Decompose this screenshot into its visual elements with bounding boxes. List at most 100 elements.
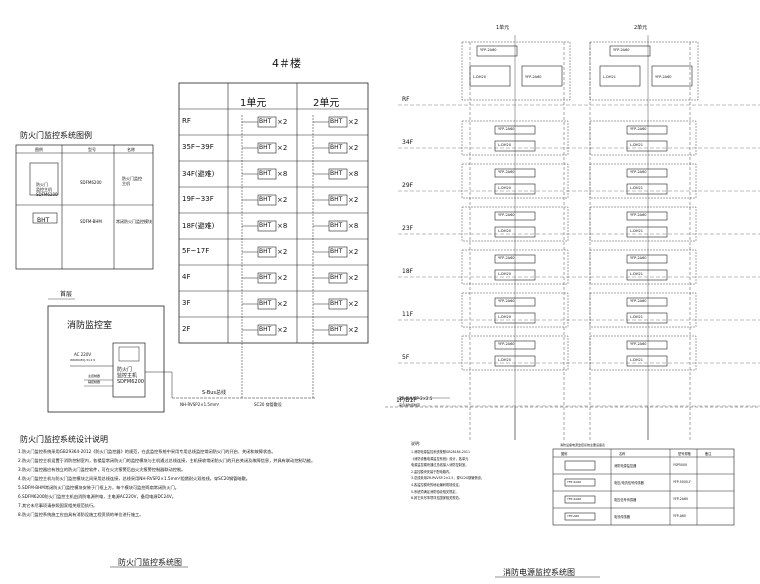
legend-header-model: 型号 [88,147,96,152]
right-note-line: 《消防设备电源监控系统》设计，各单元 [411,456,469,461]
right-unit-header-1: 1单元 [496,25,510,31]
legend-host-symbol-box [29,162,59,196]
bht-module-count: ×2 [348,300,359,308]
bht-module-label: BHT [330,144,343,151]
floor-top-device [494,340,536,350]
unit2-rf-group [589,41,699,101]
bht-module-label: BHT [259,326,272,333]
left-unit-header-2: 2单元 [313,98,340,109]
rf-right-device [521,65,563,87]
floor-bottom-device-label: L-DH20 [498,186,511,190]
equipment-symbol-label: YFP-2A60 [567,480,582,484]
bht-module-label: BHT [330,170,343,177]
legend-host-name: 防火门监控 主机 [122,176,142,186]
host-box-label: 防火门 监控主机 SDFM6200 [117,367,144,385]
floor-label: 3F [182,299,191,307]
bht-module-count: ×8 [277,222,288,230]
floor-group-u1 [461,163,569,199]
right-bus-note-2: 来自消防控制室 [399,403,421,407]
floor-bottom-device-label: L-DH21 [630,229,643,233]
note-line: 5.SDFM-BHM常闭防火门监控模块安装于门框上方，每个模块可监控两扇常闭防火… [18,485,179,490]
rf-right-device-label: YFP-2A60 [525,75,542,79]
floor-bottom-device [494,355,536,367]
rf-left-device-label: L-DH20 [473,75,486,79]
floor-bottom-device-label: L-DH21 [630,358,643,362]
left-notes-title: 防火门监控系统设计说明 [20,435,108,444]
right-note-line: 1.消防电源监控系统按照GB28184-2011 [411,450,470,454]
right-note-line: 6.其它未尽事项详见国家相关规范。 [411,496,462,501]
floor-top-device-label: YFP-2A60 [498,342,515,346]
equipment-symbol-box [564,478,596,487]
right-floor-label: 23F [402,225,414,232]
floor-top-device [494,211,536,221]
unit1-rf-group [461,41,571,101]
floor-top-device-label: YFP-2A60 [630,170,647,174]
floor-label: 18F(避难) [182,222,215,230]
floor-group-u1 [461,335,569,371]
legend-header-symbol: 图例 [35,147,43,152]
floor-top-device-label: YFP-2A60 [498,170,515,174]
floor-top-device-label: YFP-2A60 [630,299,647,303]
rf-top-device [609,45,651,57]
right-bus-note: ZR-RVVSP-2×2.5 [399,396,433,401]
note-line: 6.SDFM6200防火门监控主机由消防电源供电，主电源AC220V，备用电源D… [18,494,176,499]
bus-label: S-Bus总线 [202,390,227,396]
right-note-line: 电源监控模块通过总线接入消防控制室。 [411,463,469,468]
floor-top-device [494,297,536,307]
legend-module-symbol: BHT [37,217,50,224]
bht-module-count: ×2 [277,300,288,308]
bht-module-label: BHT [259,300,272,307]
cable-label-2: SC20 穿管敷设 [254,402,282,407]
bht-module-count: ×8 [348,222,359,230]
floor-bottom-device-label: L-DH20 [498,143,511,147]
bht-module-count: ×2 [277,118,288,126]
rf-right-device-2 [651,65,693,87]
bht-module-label: BHT [330,326,343,333]
floor-top-device [494,254,536,264]
floor-top-device-label: YFP-2A60 [498,213,515,217]
equipment-table-border [552,448,735,526]
floor-top-device-label: YFP-2A60 [630,127,647,131]
equipment-symbol-label: YFP-2A60 [567,497,582,501]
floor-group-u2 [589,292,697,328]
bht-module-count: ×2 [277,196,288,204]
rf-top-device-label: YFP-2A60 [480,48,497,52]
monitor-host-screen [118,346,140,362]
floor-top-device-label: YFP-2A60 [498,299,515,303]
left-caption: 防火门监控系统图 [118,558,182,567]
equipment-model: YFP-5000-F [673,480,691,484]
equipment-table-header: 备注 [705,452,712,456]
right-floor-label: 18F [402,268,414,275]
floor-bottom-device [626,226,668,238]
floor-group-u2 [589,206,697,242]
right-floor-label: RF [402,96,410,103]
equipment-name: 消防电源监控器 [614,464,637,468]
right-floor-label: 34F [402,139,414,146]
cable-label: NH-RVSP2×1.5mm² [180,402,220,407]
bht-module-count: ×2 [277,326,288,334]
floor-bottom-device-label: L-DH20 [498,229,511,233]
floor-group-u2 [589,120,697,156]
legend-host-model: SDFM6200 [80,180,102,185]
floor-top-device [626,211,668,221]
bht-module-label: BHT [330,222,343,229]
floor-group-u1 [461,120,569,156]
bht-module-label: BHT [259,118,272,125]
floor-group-u2 [589,249,697,285]
bht-module-count: ×2 [348,248,359,256]
right-note-line: 5.系统须满足消防验收相关规定。 [411,489,459,494]
bht-module-label: BHT [330,300,343,307]
floor-bottom-device [494,226,536,238]
bht-module-label: BHT [330,118,343,125]
floor-bottom-device-label: L-DH20 [498,272,511,276]
ac-label: AC 220V [74,352,92,357]
floor-group-u1 [461,206,569,242]
bht-module-count: ×2 [348,326,359,334]
right-note-line: 2.监控模块安装于配电箱内。 [411,469,453,474]
note-line: 7.其它未尽事项请参照国家相关规范执行。 [18,503,98,508]
equipment-symbol-label: YFP-A60 [567,514,580,518]
right-unit-header-2: 2单元 [634,25,648,31]
note-line: 1.防火门监控系统采用GB29364-2012《防火门监控器》的规范，在此监控系… [18,449,276,454]
equipment-model: YFP-2A60 [673,497,689,501]
